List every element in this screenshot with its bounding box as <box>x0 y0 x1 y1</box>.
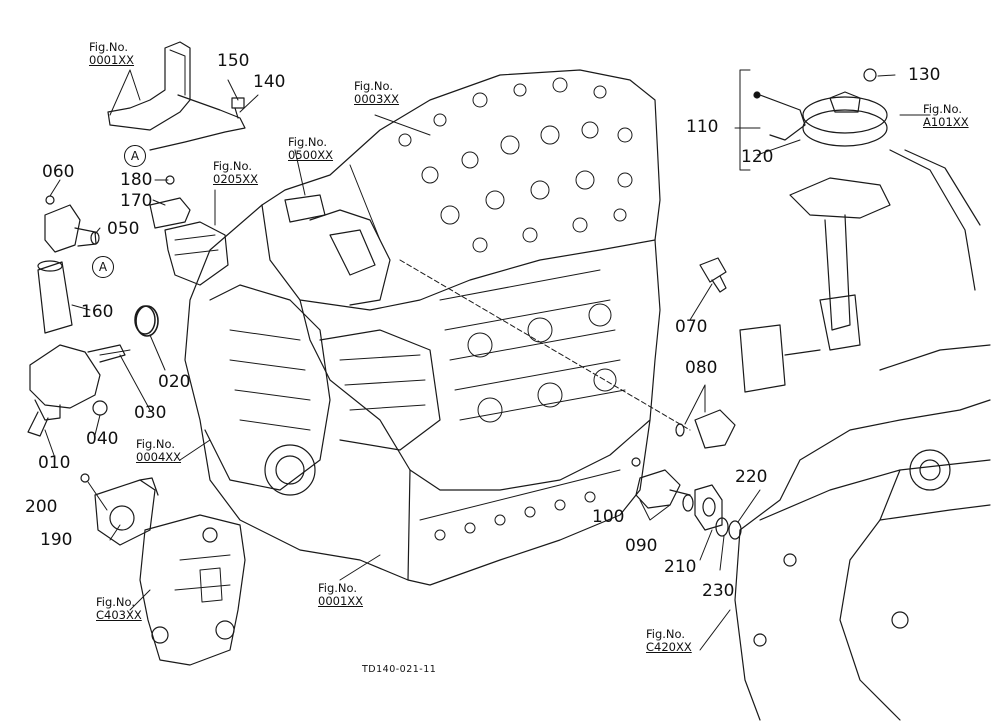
ref-marker-a-bottom: A <box>92 256 114 278</box>
ref-dot <box>753 91 761 99</box>
figref-0001xx-top[interactable]: Fig.No.0001XX <box>89 40 135 67</box>
label-050[interactable]: 050 <box>107 219 140 239</box>
label-010[interactable]: 010 <box>38 453 71 473</box>
sensor-080 <box>675 409 736 449</box>
figref-c403xx[interactable]: Fig.No.C403XX <box>96 595 142 622</box>
ref-marker-a-top: A <box>124 145 146 167</box>
label-100[interactable]: 100 <box>592 507 625 527</box>
label-230[interactable]: 230 <box>702 581 735 601</box>
label-210[interactable]: 210 <box>664 557 697 577</box>
label-200[interactable]: 200 <box>25 497 58 517</box>
label-170[interactable]: 170 <box>120 191 153 211</box>
label-020[interactable]: 020 <box>158 372 191 392</box>
figref-0205xx[interactable]: Fig.No.0205XX <box>213 159 259 186</box>
leader-lines <box>44 69 931 651</box>
label-140[interactable]: 140 <box>253 72 286 92</box>
o-ring-020 <box>135 305 159 337</box>
sensor-050 <box>44 195 100 253</box>
figref-0004xx[interactable]: Fig.No.0004XX <box>136 437 182 464</box>
label-130[interactable]: 130 <box>908 65 941 85</box>
label-160[interactable]: 160 <box>81 302 114 322</box>
housing-c403 <box>139 514 246 666</box>
engine-block <box>184 69 661 586</box>
sensor-070 <box>699 257 727 293</box>
actuator-part <box>149 175 229 286</box>
label-090[interactable]: 090 <box>625 536 658 556</box>
sleeve-160 <box>37 260 73 334</box>
label-060[interactable]: 060 <box>42 162 75 182</box>
figref-0001xx-bottom[interactable]: Fig.No.0001XX <box>318 581 364 608</box>
fuel-sender <box>739 68 981 393</box>
label-220[interactable]: 220 <box>735 467 768 487</box>
figref-a101xx[interactable]: Fig.No.A101XX <box>923 102 969 129</box>
gasket-210 <box>694 484 742 540</box>
label-120[interactable]: 120 <box>741 147 774 167</box>
bracket-part <box>107 41 246 151</box>
label-110[interactable]: 110 <box>686 117 719 137</box>
label-180[interactable]: 180 <box>120 170 153 190</box>
transmission-housing <box>734 344 991 721</box>
label-080[interactable]: 080 <box>685 358 718 378</box>
figref-0003xx[interactable]: Fig.No.0003XX <box>354 79 400 106</box>
label-190[interactable]: 190 <box>40 530 73 550</box>
diagram-code: TD140-021-11 <box>362 664 437 675</box>
part-190 <box>80 473 159 546</box>
label-030[interactable]: 030 <box>134 403 167 423</box>
figref-0500xx[interactable]: Fig.No.0500XX <box>288 135 334 162</box>
label-040[interactable]: 040 <box>86 429 119 449</box>
figref-c420xx[interactable]: Fig.No.C420XX <box>646 627 692 654</box>
label-070[interactable]: 070 <box>675 317 708 337</box>
label-150[interactable]: 150 <box>217 51 250 71</box>
